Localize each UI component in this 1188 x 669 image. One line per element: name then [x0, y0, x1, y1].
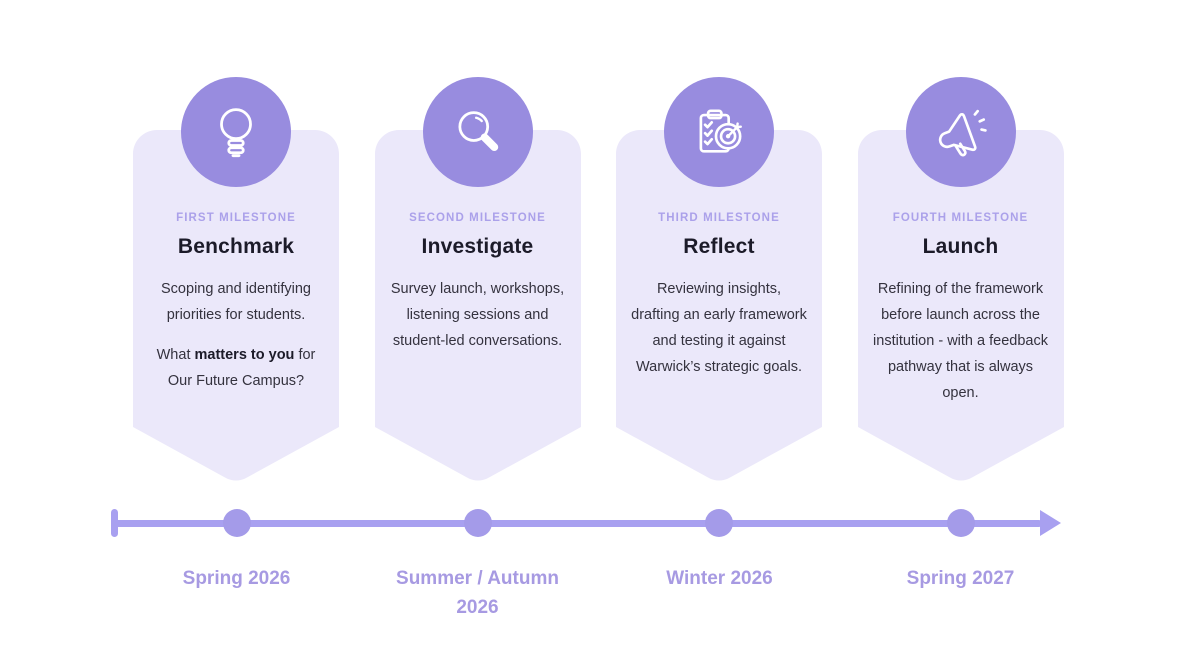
card-banner-shape	[133, 130, 339, 481]
card-banner-shape	[616, 130, 822, 481]
milestone-description: Survey launch, workshops, listening sess…	[390, 281, 565, 349]
card-banner-shape	[857, 130, 1064, 481]
milestone-cards-row: FIRST MILESTONE Benchmark Scoping and id…	[133, 77, 1064, 483]
milestone-question: What matters to you for Our Future Campu…	[156, 347, 316, 389]
lightbulb-icon	[181, 77, 291, 187]
milestone-column-reflect: THIRD MILESTONE Reflect Reviewing insigh…	[616, 77, 822, 483]
milestone-kicker: SECOND MILESTONE	[409, 212, 546, 224]
magnifier-icon	[422, 77, 533, 187]
card-content: THIRD MILESTONE Reflect Reviewing insigh…	[616, 130, 822, 380]
timeline-start-tick	[111, 509, 118, 537]
checklist-target-icon	[664, 77, 774, 187]
timeline-dot-4	[947, 509, 975, 537]
milestone-title: Launch	[922, 235, 999, 258]
timeline-dot-3	[705, 509, 733, 537]
milestone-card: FOURTH MILESTONE Launch Refining of the …	[857, 130, 1064, 483]
card-banner-shape	[374, 130, 581, 481]
milestone-kicker: THIRD MILESTONE	[658, 212, 780, 224]
timeline-date-label-1: Spring 2026	[182, 568, 291, 589]
card-content: FIRST MILESTONE Benchmark Scoping and id…	[133, 130, 339, 394]
milestone-column-investigate: SECOND MILESTONE Investigate Survey laun…	[374, 77, 581, 483]
milestone-card: THIRD MILESTONE Reflect Reviewing insigh…	[616, 130, 822, 483]
timeline-arrow-icon	[1040, 510, 1061, 536]
timeline-line	[115, 520, 1042, 527]
megaphone-icon	[905, 77, 1016, 187]
milestone-description: Refining of the framework before launch …	[873, 281, 1048, 401]
milestone-description: Scoping and identifying priorities for s…	[161, 281, 311, 323]
milestone-title: Reflect	[683, 235, 755, 258]
milestone-kicker: FOURTH MILESTONE	[892, 212, 1029, 224]
milestone-column-benchmark: FIRST MILESTONE Benchmark Scoping and id…	[133, 77, 339, 483]
milestone-title: Benchmark	[177, 235, 295, 258]
milestone-title: Investigate	[421, 235, 534, 258]
timeline-date-label-3: Winter 2026	[666, 568, 773, 589]
card-content: FOURTH MILESTONE Launch Refining of the …	[858, 130, 1064, 406]
milestone-column-launch: FOURTH MILESTONE Launch Refining of the …	[857, 77, 1064, 483]
timeline-dot-1	[223, 509, 251, 537]
milestone-card: SECOND MILESTONE Investigate Survey laun…	[374, 130, 581, 483]
card-content: SECOND MILESTONE Investigate Survey laun…	[375, 130, 581, 354]
milestone-kicker: FIRST MILESTONE	[176, 212, 296, 224]
timeline-date-label-2: Summer / Autumn 2026	[396, 568, 559, 618]
milestone-description: Reviewing insights, drafting an early fr…	[631, 281, 807, 375]
milestone-card: FIRST MILESTONE Benchmark Scoping and id…	[133, 130, 339, 483]
timeline-dot-2	[464, 509, 492, 537]
timeline-date-label-4: Spring 2027	[906, 568, 1015, 589]
